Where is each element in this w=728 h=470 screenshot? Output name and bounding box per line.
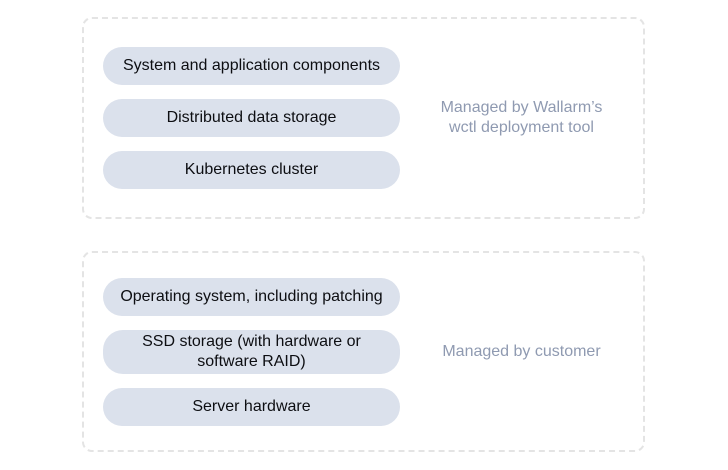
- customer-managed-label: Managed by customer: [400, 342, 643, 362]
- pill-system-and-application-components: System and application components: [103, 47, 400, 85]
- wallarm-pill-column: System and application components Distri…: [103, 47, 400, 189]
- customer-managed-label-line-1: Managed by customer: [442, 342, 601, 360]
- wallarm-managed-label: Managed by Wallarm’s wctl deployment too…: [400, 98, 643, 138]
- pill-kubernetes-cluster: Kubernetes cluster: [103, 151, 400, 189]
- customer-managed-group: Operating system, including patching SSD…: [82, 251, 645, 452]
- pill-server-hardware: Server hardware: [103, 387, 400, 426]
- customer-pill-column: Operating system, including patching SSD…: [103, 277, 400, 426]
- wallarm-managed-label-line-1: Managed by Wallarm’s: [440, 99, 603, 116]
- pill-distributed-data-storage: Distributed data storage: [103, 99, 400, 137]
- pill-operating-system: Operating system, including patching: [103, 277, 400, 316]
- wallarm-managed-group: System and application components Distri…: [82, 17, 645, 219]
- wallarm-managed-label-line-2: wctl deployment tool: [449, 119, 594, 136]
- pill-ssd-storage: SSD storage (with hardware or software R…: [103, 329, 400, 374]
